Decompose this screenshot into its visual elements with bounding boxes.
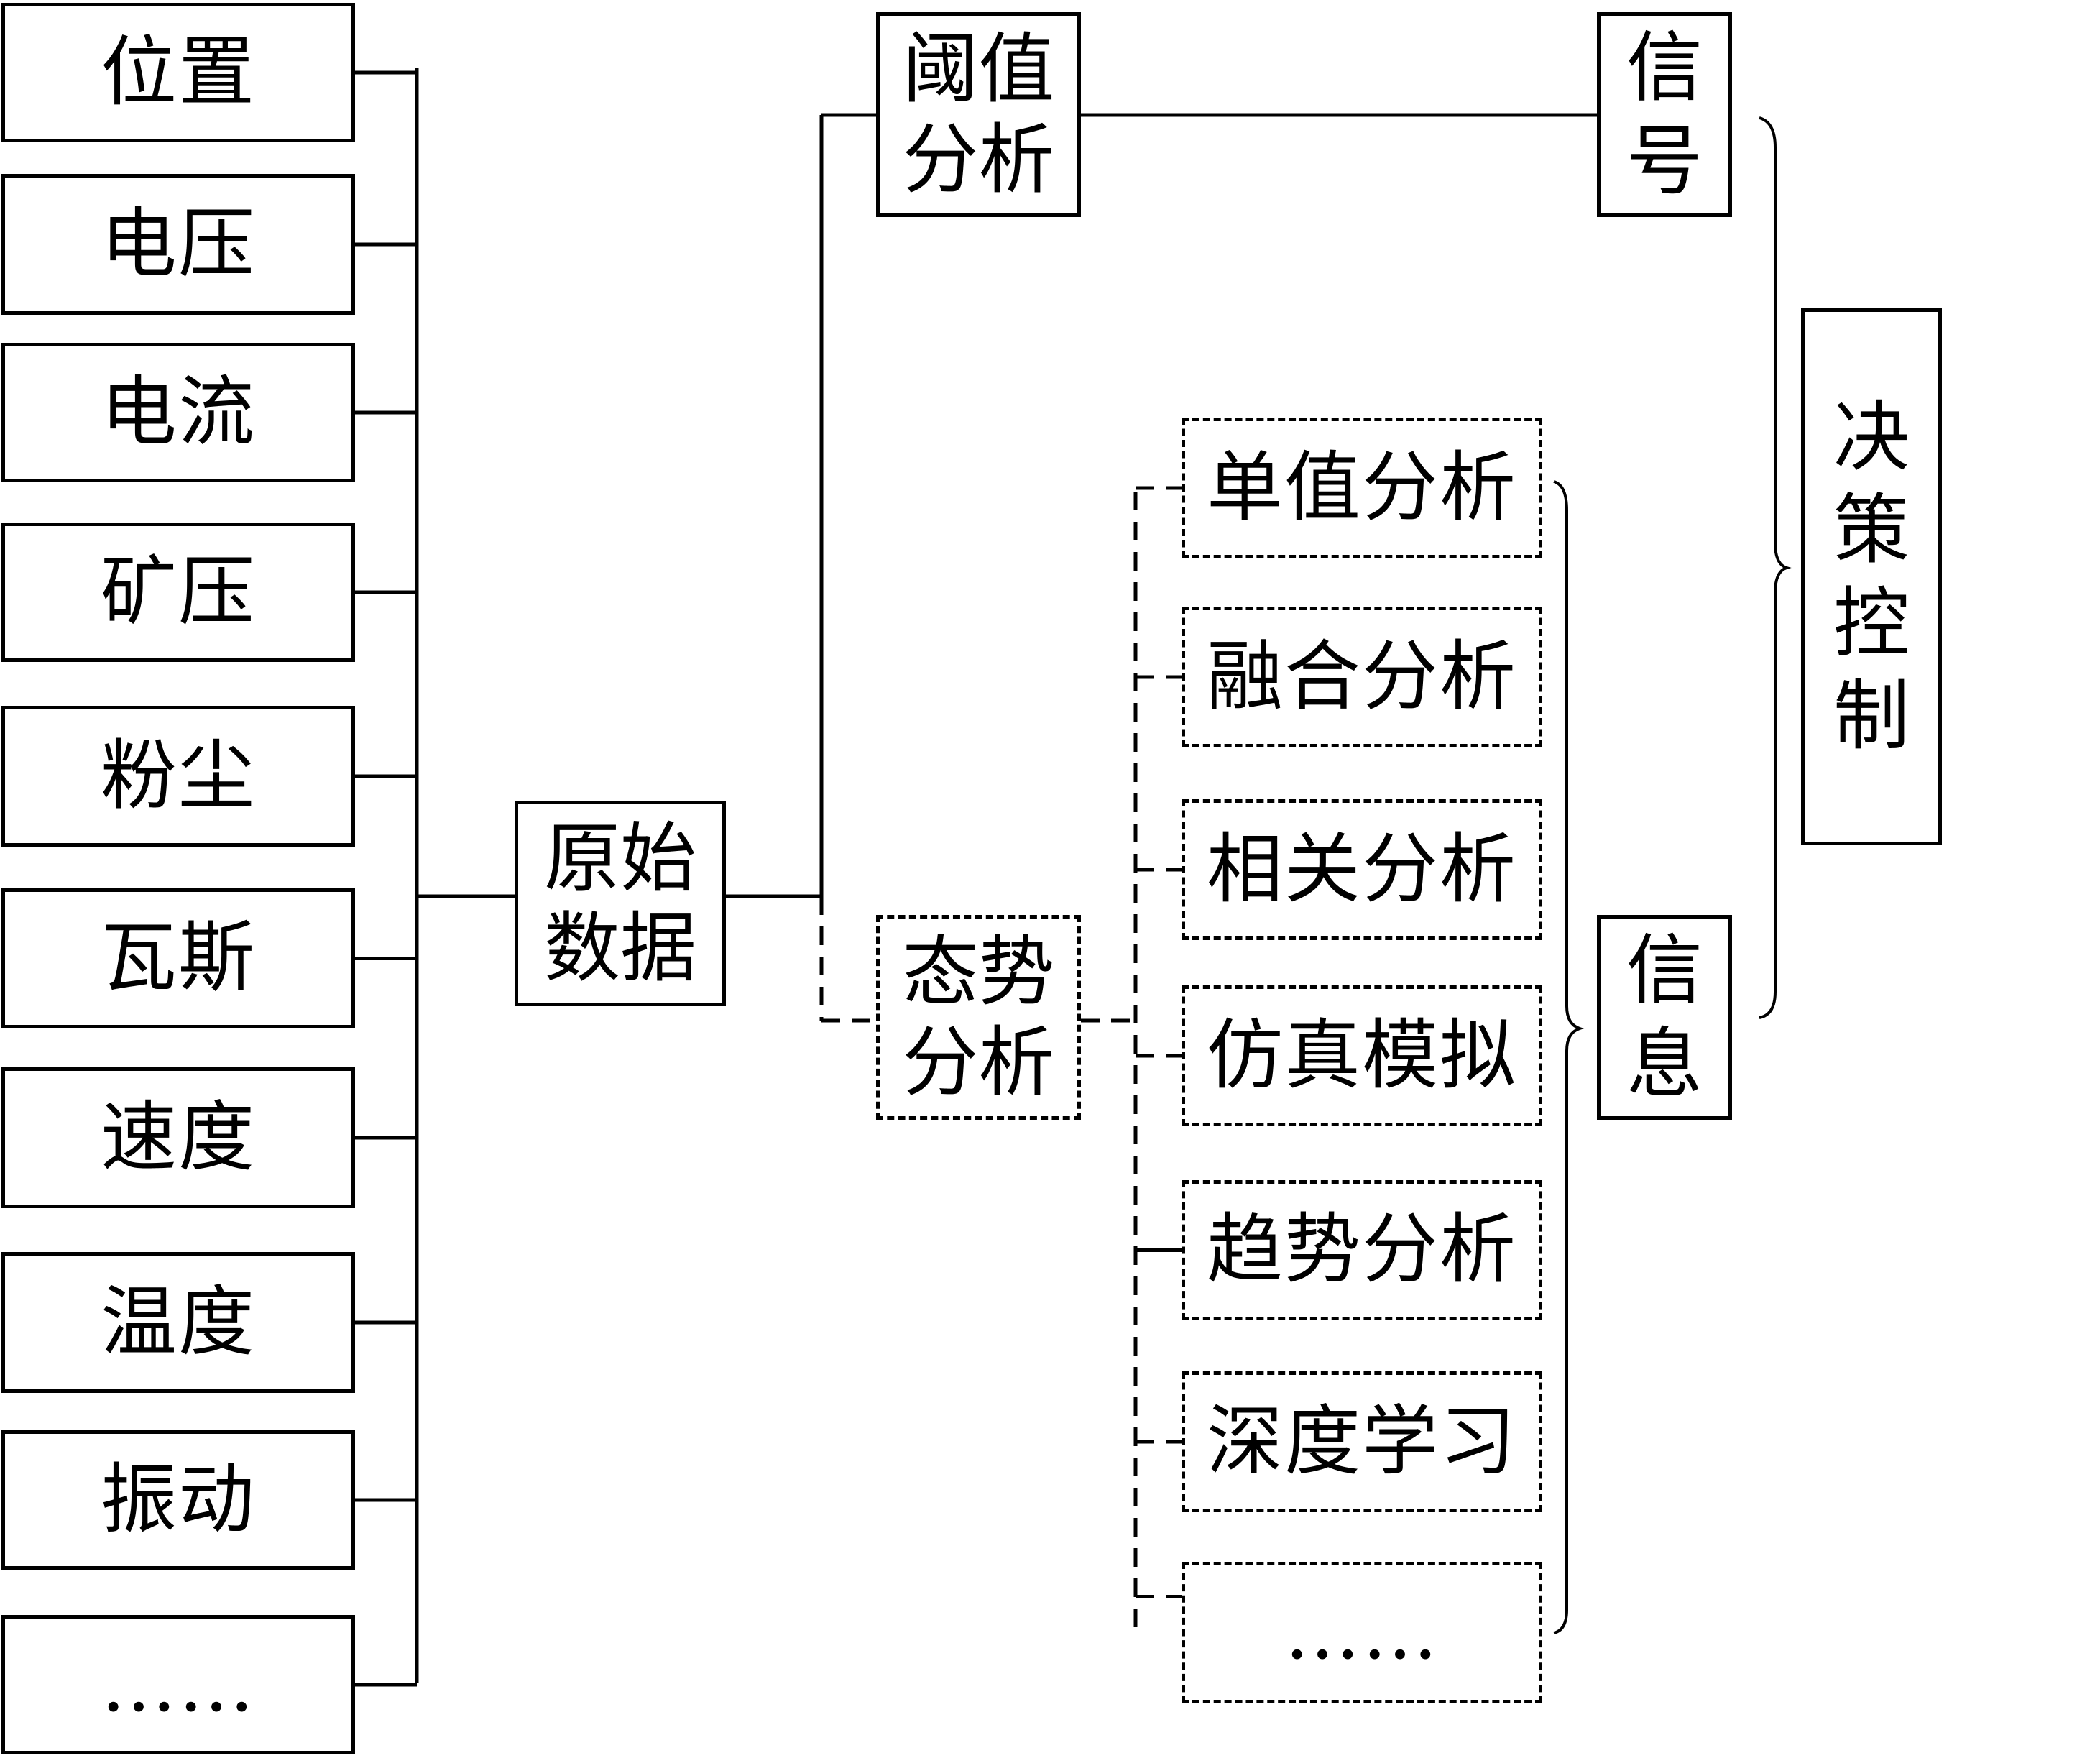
- decision-control-box: 决策控制: [1801, 308, 1942, 845]
- input-label: 瓦斯: [101, 913, 256, 1003]
- methods-brace: [1553, 480, 1585, 1634]
- input-box: 温度: [1, 1252, 355, 1393]
- method-label: 趋势分析: [1207, 1205, 1517, 1294]
- input-label: 电流: [101, 367, 256, 456]
- input-label: 位置: [101, 27, 256, 116]
- input-label: 矿压: [101, 547, 256, 636]
- input-label: 粉尘: [101, 731, 256, 820]
- method-label: 融合分析: [1207, 632, 1517, 721]
- input-label: 速度: [101, 1092, 256, 1182]
- method-label: 深度学习: [1207, 1396, 1517, 1486]
- threshold-analysis-box: 阈值分析: [876, 12, 1081, 217]
- method-label: 单值分析: [1207, 443, 1517, 532]
- method-label: 相关分析: [1207, 824, 1517, 913]
- input-box: 瓦斯: [1, 888, 355, 1028]
- input-box: 电压: [1, 174, 355, 315]
- method-label: 仿真模拟: [1207, 1011, 1517, 1100]
- method-label: ……: [1284, 1588, 1440, 1677]
- decision-control-label: 决策控制: [1833, 392, 1910, 760]
- method-box: ……: [1182, 1562, 1542, 1703]
- input-box: 矿压: [1, 523, 355, 662]
- input-box: 粉尘: [1, 706, 355, 847]
- decision-brace: [1759, 116, 1792, 1019]
- method-box: 相关分析: [1182, 799, 1542, 940]
- input-label: 振动: [101, 1455, 256, 1544]
- input-box: 电流: [1, 343, 355, 482]
- signal-label: 信号: [1626, 24, 1703, 206]
- raw-data-label: 原始数据: [544, 814, 696, 993]
- method-box: 仿真模拟: [1182, 985, 1542, 1126]
- input-box: ……: [1, 1615, 355, 1754]
- method-box: 融合分析: [1182, 607, 1542, 747]
- method-box: 深度学习: [1182, 1371, 1542, 1512]
- input-box: 振动: [1, 1430, 355, 1570]
- input-label: 电压: [101, 199, 256, 288]
- situation-analysis-box: 态势分析: [876, 915, 1081, 1120]
- input-box: 速度: [1, 1067, 355, 1208]
- method-stubs: [1136, 486, 1182, 1598]
- signal-box: 信号: [1597, 12, 1732, 217]
- method-box: 单值分析: [1182, 418, 1542, 558]
- method-box: 趋势分析: [1182, 1180, 1542, 1320]
- raw-data-box: 原始数据: [515, 801, 726, 1006]
- information-label: 信息: [1626, 926, 1703, 1108]
- information-box: 信息: [1597, 915, 1732, 1120]
- input-label: ……: [101, 1639, 256, 1729]
- input-stubs: [355, 70, 417, 1687]
- input-label: 温度: [101, 1277, 256, 1366]
- threshold-analysis-label: 阈值分析: [902, 25, 1055, 204]
- situation-analysis-label: 态势分析: [902, 928, 1055, 1107]
- input-box: 位置: [1, 3, 355, 142]
